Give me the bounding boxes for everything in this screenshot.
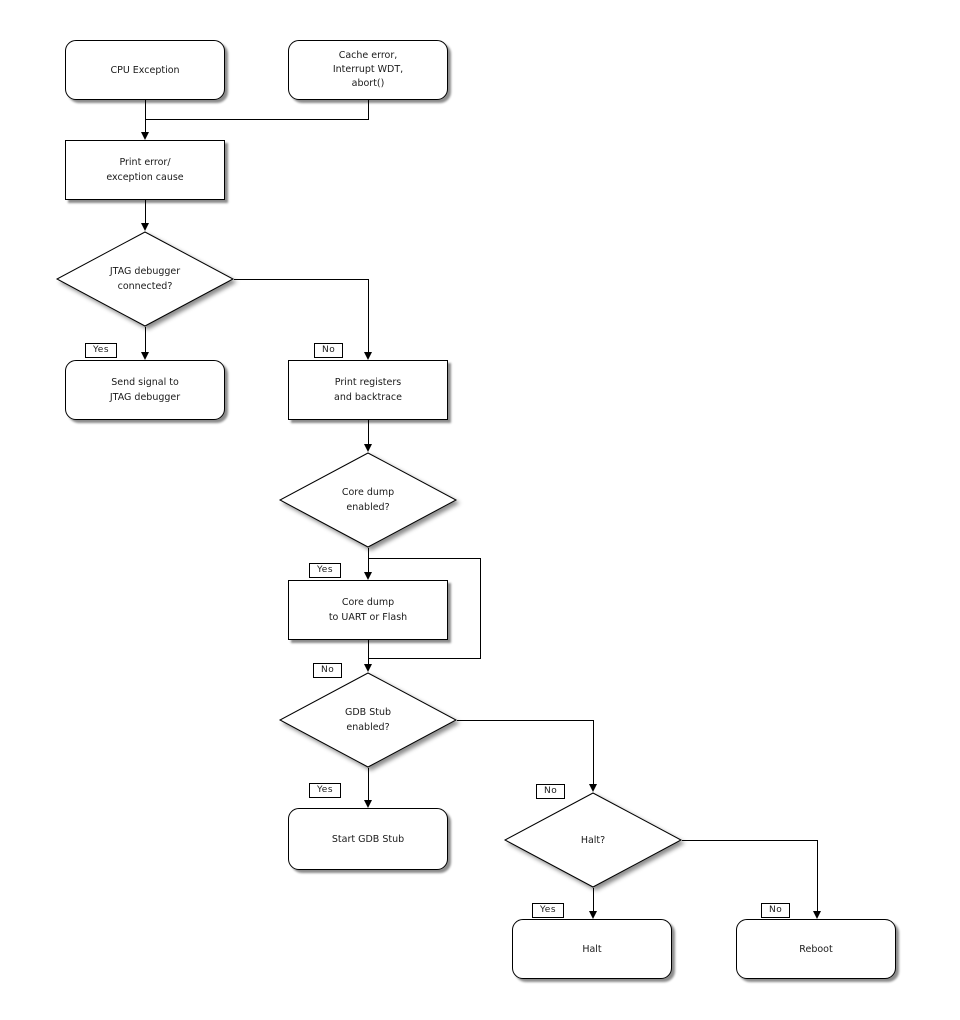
diamond-shape	[55, 231, 235, 327]
arrowhead-into-gdb-diamond	[364, 664, 372, 672]
edge-haltq-no-h	[682, 840, 818, 841]
node-cache-error: Cache error, Interrupt WDT, abort()	[288, 40, 448, 100]
edge-gdb-yes-v	[368, 768, 369, 801]
decision-core-dump-enabled: Core dump enabled?	[278, 452, 458, 548]
node-label: JTAG debugger	[109, 266, 181, 277]
arrowhead-into-coredump-diamond	[364, 444, 372, 452]
edge-gdb-no-v	[593, 720, 594, 785]
node-print-error: Print error/ exception cause	[65, 140, 225, 200]
edge-print-to-jtag-v	[145, 200, 146, 224]
node-label: and backtrace	[334, 392, 402, 403]
arrowhead-into-coredump-write	[364, 572, 372, 580]
node-label: to UART or Flash	[328, 612, 408, 623]
node-label: Print error/	[119, 157, 171, 168]
edge-label-coredump-yes: Yes	[309, 563, 342, 578]
node-label: Interrupt WDT,	[332, 64, 404, 75]
edge-cpu-to-print-v	[145, 100, 146, 133]
node-label: Cache error,	[338, 50, 398, 61]
edge-jtag-yes-v	[145, 327, 146, 353]
edge-coredump-no-right-v	[480, 558, 481, 659]
decision-halt: Halt?	[503, 792, 683, 888]
node-reboot: Reboot	[736, 919, 896, 979]
decision-jtag-connected: JTAG debugger connected?	[55, 231, 235, 327]
edge-jtag-no-v	[368, 279, 369, 353]
node-label: abort()	[351, 78, 385, 89]
decision-text: JTAG debugger connected?	[56, 231, 234, 327]
decision-text: Core dump enabled?	[279, 452, 457, 548]
decision-text: Halt?	[504, 792, 682, 888]
node-label: Core dump	[341, 597, 395, 608]
edge-haltq-yes-v	[593, 888, 594, 912]
node-label: Send signal to	[111, 377, 179, 388]
edge-label-haltq-no: No	[536, 784, 566, 799]
edge-coredump-yes-v	[368, 548, 369, 573]
arrowhead-into-print-error	[141, 132, 149, 140]
edge-registers-to-coredump-v	[368, 420, 369, 445]
node-label: enabled?	[346, 722, 390, 733]
edge-coredump-no-top-h	[368, 558, 481, 559]
decision-text: GDB Stub enabled?	[279, 672, 457, 768]
edge-merge-h	[145, 119, 369, 120]
arrowhead-into-halt	[589, 911, 597, 919]
decision-gdb-stub-enabled: GDB Stub enabled?	[278, 672, 458, 768]
diamond-shape	[503, 792, 683, 888]
node-start-gdb-stub: Start GDB Stub	[288, 808, 448, 870]
diamond-shape	[278, 452, 458, 548]
node-label: Start GDB Stub	[331, 833, 405, 845]
edge-cache-down-v	[368, 100, 369, 120]
arrowhead-into-jtag-diamond	[141, 223, 149, 231]
node-label: Halt?	[580, 834, 606, 846]
edge-label-jtag-yes: Yes	[85, 343, 118, 358]
diamond-shape	[278, 672, 458, 768]
node-label: JTAG debugger	[109, 392, 181, 403]
node-label: exception cause	[106, 172, 184, 183]
node-label: enabled?	[346, 502, 390, 513]
arrowhead-into-send-signal	[141, 352, 149, 360]
node-label: CPU Exception	[110, 64, 180, 76]
node-label: connected?	[117, 281, 173, 292]
arrowhead-into-halt-diamond	[589, 784, 597, 792]
node-print-registers: Print registers and backtrace	[288, 360, 448, 420]
arrowhead-into-print-registers	[364, 352, 372, 360]
node-label: Core dump	[341, 487, 395, 498]
node-halt: Halt	[512, 919, 672, 979]
edge-label-halt-yes: Yes	[532, 903, 565, 918]
edge-label-gdb-yes: Yes	[309, 783, 342, 798]
edge-label-jtag-no: No	[314, 343, 344, 358]
arrowhead-into-reboot	[813, 911, 821, 919]
node-label: Halt	[582, 943, 602, 955]
edge-label-coredump-no: No	[313, 663, 343, 678]
edge-coredump-no-bottom-h	[368, 658, 481, 659]
edge-coredump-to-gdb-v	[368, 640, 369, 665]
node-send-signal: Send signal to JTAG debugger	[65, 360, 225, 420]
node-cpu-exception: CPU Exception	[65, 40, 225, 100]
node-label: GDB Stub	[344, 707, 392, 718]
node-label: Reboot	[799, 943, 833, 955]
node-label: Print registers	[334, 377, 402, 388]
arrowhead-into-start-gdb	[364, 800, 372, 808]
edge-label-reboot-no: No	[761, 903, 791, 918]
node-core-dump-write: Core dump to UART or Flash	[288, 580, 448, 640]
edge-jtag-no-h	[234, 279, 369, 280]
edge-gdb-no-h	[457, 720, 594, 721]
edge-haltq-no-v	[817, 840, 818, 912]
